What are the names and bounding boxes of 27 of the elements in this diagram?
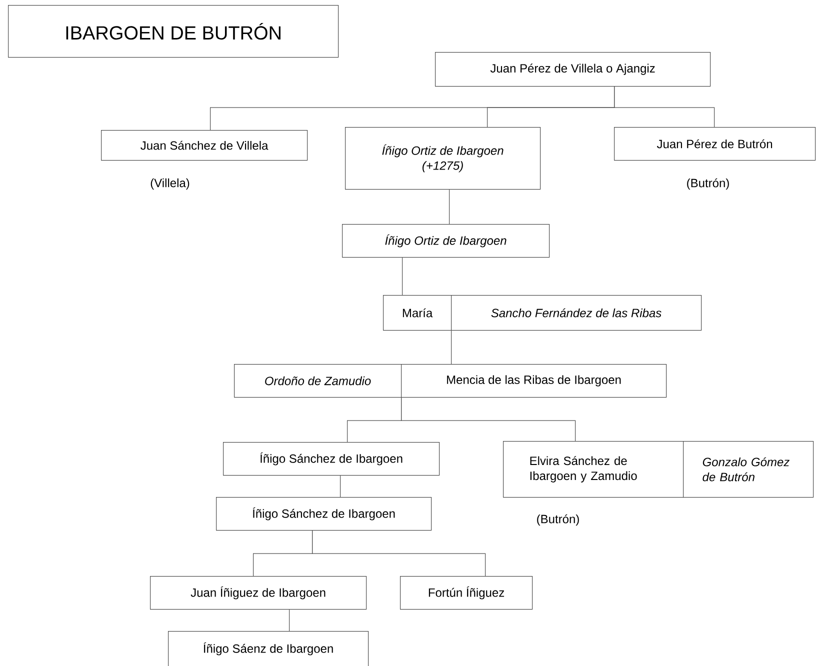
person-box: Íñigo Ortiz de Ibargoen [342,224,550,258]
connector-line [402,257,403,296]
house-label: (Villela) [150,178,190,190]
house-label: (Butrón) [687,178,729,190]
person-box: Ordoño de Zamudio [234,364,402,398]
connector-line [614,86,715,128]
person-box: Íñigo Sáenz de Ibargoen [168,631,369,666]
person-box: Elvira Sánchez de Ibargoen y Zamudio [503,441,684,498]
connector-line [451,330,452,364]
person-box: Gonzalo Gómez de Butrón [683,441,814,498]
title-box: IBARGOEN DE BUTRÓN [8,5,339,58]
person-box: Juan Pérez de Villela o Ajangiz [435,52,711,87]
person-box: Íñigo Ortiz de Ibargoen (+1275) [345,127,541,190]
person-box: Íñigo Sánchez de Ibargoen [216,497,432,531]
house-label: (Butrón) [537,514,579,526]
person-box: Juan Pérez de Butrón [614,127,816,161]
connector-line [401,397,576,442]
person-box: Juan Íñiguez de Ibargoen [150,576,367,610]
connector-line [449,189,450,224]
connector-line [340,475,341,498]
person-box: María [383,295,452,331]
person-box: Fortún Íñiguez [400,576,533,610]
person-box: Juan Sánchez de Villela [101,130,308,161]
person-box: Mencia de las Ribas de Ibargoen [401,364,667,398]
person-box: Íñigo Sánchez de Ibargoen [223,442,440,476]
connector-line [289,609,290,632]
connector-line [312,530,486,576]
